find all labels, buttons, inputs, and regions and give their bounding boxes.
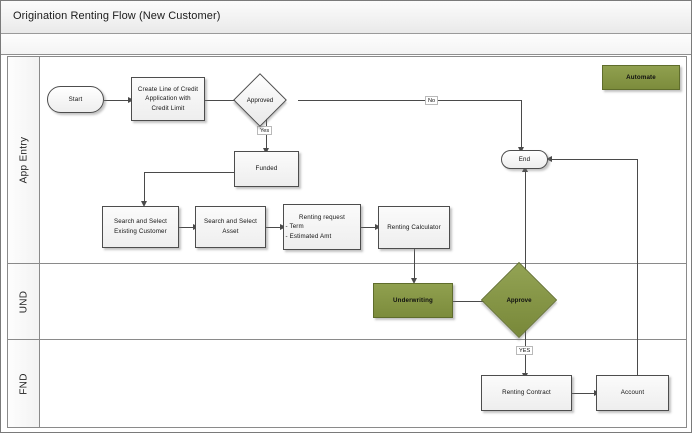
node-end[interactable]: End: [501, 150, 548, 169]
edge-underwriting-to-approve: [453, 301, 489, 302]
node-renting-calculator[interactable]: Renting Calculator: [378, 206, 450, 249]
edge-contract-to-account: [572, 393, 596, 394]
node-search-asset-line1: Search and Select: [203, 218, 258, 226]
swimlane-label-text: UND: [18, 290, 29, 313]
arrowhead-end-right: [546, 155, 552, 162]
edge-funded-to-search-customer: [144, 172, 234, 173]
node-create-line3: Credit Limit: [151, 104, 185, 112]
node-account-label: Account: [620, 389, 645, 397]
node-search-customer-line2: Existing Customer: [114, 228, 167, 235]
edge-customer-to-asset: [179, 227, 195, 228]
node-search-asset-line2: Asset: [222, 228, 239, 235]
edge-label-no: No: [425, 96, 439, 105]
arrowhead-search-customer: [141, 201, 147, 207]
edge-asset-to-request: [266, 227, 283, 228]
node-start-label: Start: [68, 95, 83, 103]
node-renting-contract-label: Renting Contract: [502, 389, 551, 397]
node-account[interactable]: Account: [596, 375, 669, 411]
node-funded[interactable]: Funded: [234, 151, 299, 187]
node-approved-decision[interactable]: Approved: [233, 73, 287, 127]
node-start[interactable]: Start: [47, 86, 104, 113]
node-approve-label: Approve: [506, 296, 532, 304]
edge-calculator-to-underwriting: [414, 249, 415, 280]
edge-funded-vertical: [144, 172, 145, 203]
arrowhead-underwriting: [411, 278, 417, 284]
swimlane-und: UND: [7, 263, 687, 340]
edge-approved-no-vertical: [521, 100, 522, 148]
node-renting-request-amount: - Estimated Amt: [285, 232, 332, 240]
swimlane-label-text: App Entry: [18, 136, 29, 184]
swimlane-label-app-entry: App Entry: [8, 57, 40, 263]
legend-automate-box: Automate: [602, 65, 680, 90]
node-renting-request-title: Renting request: [299, 213, 345, 221]
header-spacer: [1, 34, 691, 55]
edge-label-yes: Yes: [257, 126, 273, 135]
swimlane-label-fnd: FND: [8, 340, 40, 427]
node-search-customer-line1: Search and Select: [113, 218, 168, 226]
node-renting-calculator-label: Renting Calculator: [387, 223, 441, 231]
node-approve-decision[interactable]: Approve: [480, 261, 558, 339]
edge-start-to-create: [104, 100, 129, 101]
node-create-line-of-credit[interactable]: Create Line of Credit Application with C…: [131, 77, 205, 121]
page-title: Origination Renting Flow (New Customer): [13, 10, 221, 22]
swimlane-label-text: FND: [18, 372, 29, 395]
swimlane-fnd: FND: [7, 339, 687, 428]
edge-account-to-end-vertical: [637, 159, 638, 378]
node-end-label: End: [518, 155, 531, 163]
edge-approved-no: [298, 100, 522, 101]
edge-account-to-end-horizontal: [552, 159, 638, 160]
edge-request-to-calculator: [361, 227, 378, 228]
node-create-line1: Create Line of Credit: [137, 85, 199, 93]
edge-create-to-approved: [204, 100, 244, 101]
arrowhead-end-bottom: [522, 166, 528, 172]
node-funded-label: Funded: [255, 165, 278, 173]
node-underwriting[interactable]: Underwriting: [373, 283, 453, 318]
node-renting-request[interactable]: Renting request - Term - Estimated Amt: [283, 204, 361, 250]
swimlane-label-und: UND: [8, 264, 40, 339]
legend-automate-label: Automate: [626, 73, 656, 81]
node-renting-request-term: - Term: [285, 223, 304, 231]
node-search-existing-customer[interactable]: Search and Select Existing Customer: [102, 206, 179, 248]
node-renting-contract[interactable]: Renting Contract: [481, 375, 572, 411]
edge-approve-to-end: [525, 171, 526, 275]
diagram-header: Origination Renting Flow (New Customer): [1, 1, 691, 34]
node-search-select-asset[interactable]: Search and Select Asset: [195, 206, 266, 248]
node-create-line2: Application with: [145, 95, 191, 103]
node-underwriting-label: Underwriting: [393, 296, 433, 304]
edge-label-approve-yes: YES: [516, 346, 534, 355]
node-approved-label: Approved: [246, 96, 274, 104]
